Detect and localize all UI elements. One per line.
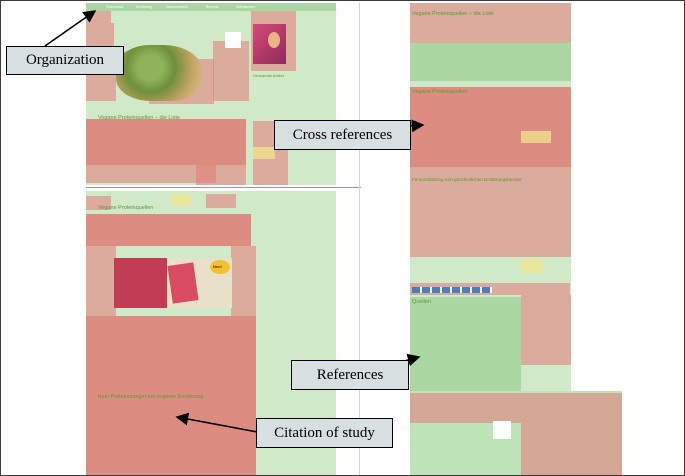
heat-region	[231, 246, 256, 316]
book-image	[167, 262, 199, 304]
heat-region	[521, 131, 551, 143]
badge-label: Neu!	[213, 264, 222, 269]
heat-region	[521, 295, 571, 365]
article-title-right: Vegane Proteinquellen – die Liste	[412, 11, 494, 17]
heat-region	[86, 165, 216, 183]
promo-banner-image[interactable]: Neu!	[114, 258, 232, 308]
sidebar-heading: Verwandte Artikel	[253, 73, 284, 78]
nav-item[interactable]: Naturkosmetik	[166, 5, 188, 9]
heat-region	[86, 119, 246, 165]
callout-cross-references: Cross references	[274, 120, 411, 150]
seeds-image	[116, 45, 202, 101]
screenshot-separator	[86, 187, 361, 188]
callout-organization: Organization	[6, 46, 124, 75]
callout-references: References	[291, 360, 409, 390]
heat-region	[86, 246, 116, 316]
callout-citation-of-study: Citation of study	[256, 418, 393, 448]
nav-item[interactable]: Ernährung	[136, 5, 152, 9]
image-placeholder	[225, 32, 241, 48]
section-heading-right: Vegane Proteinquellen	[412, 89, 468, 95]
nav-item[interactable]: Gesundheit	[106, 5, 124, 9]
article-title: Vegane Proteinquellen – die Liste	[98, 115, 180, 121]
heat-region	[410, 43, 571, 81]
heat-region	[521, 393, 622, 475]
heat-region	[410, 167, 571, 227]
heat-region	[86, 214, 251, 246]
nav-item[interactable]: Rezepte	[206, 5, 219, 9]
heat-region	[410, 393, 521, 423]
heat-region	[410, 227, 571, 257]
heat-region	[196, 165, 246, 185]
heat-region	[86, 11, 111, 23]
column-divider	[359, 3, 360, 475]
heat-region	[253, 147, 275, 159]
heat-region	[213, 75, 249, 101]
new-badge: Neu!	[210, 260, 230, 274]
heat-region	[410, 87, 571, 167]
section-heading-right: Fernausbildung zum ganzheitlichen Ernähr…	[412, 177, 522, 182]
site-navigation-bar[interactable]: Gesundheit Ernährung Naturkosmetik Rezep…	[86, 3, 336, 11]
heat-region	[410, 297, 521, 391]
portrait-image	[268, 32, 280, 48]
heat-region	[521, 259, 543, 273]
heat-region	[410, 3, 571, 43]
section-heading: Kein Proteinmangel bei veganer Ernährung	[98, 394, 204, 400]
qr-code-image	[493, 421, 511, 439]
heat-region	[86, 196, 111, 210]
nav-item[interactable]: Heilpflanzen	[236, 5, 255, 9]
heat-region	[171, 194, 191, 206]
heat-region	[86, 396, 256, 475]
heat-region	[206, 194, 236, 208]
section-heading: Vegane Proteinquellen	[98, 205, 154, 211]
references-heading: Quellen	[412, 299, 431, 305]
heat-region	[86, 316, 256, 396]
ebook-cover-image[interactable]	[253, 24, 286, 64]
share-buttons[interactable]	[412, 287, 492, 293]
